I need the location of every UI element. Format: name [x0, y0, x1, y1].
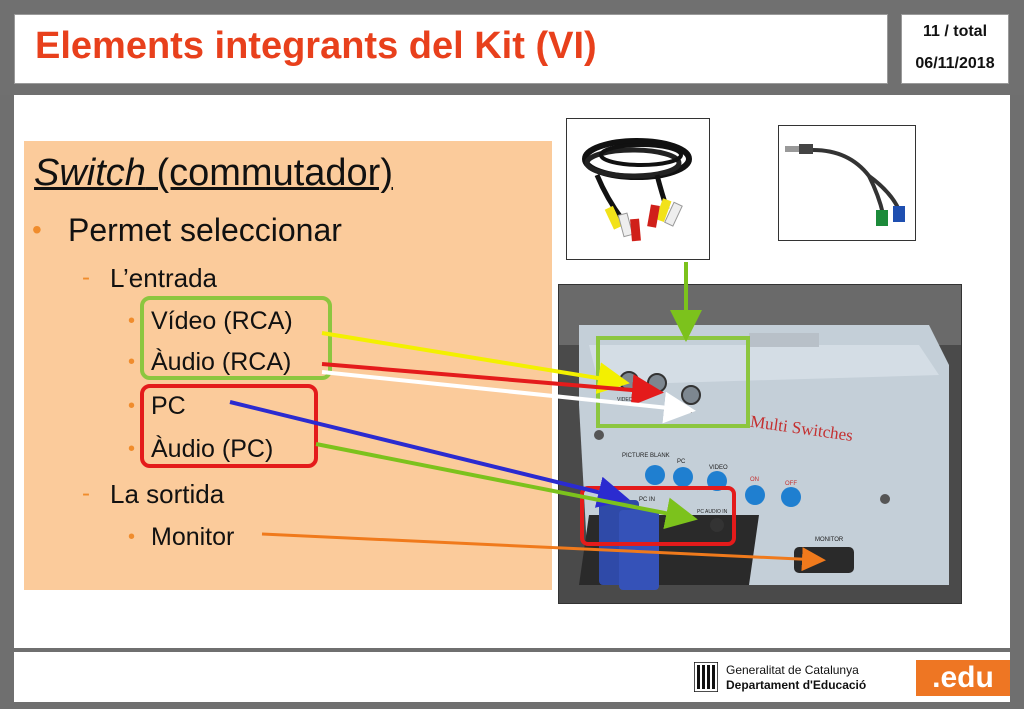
item-audio-pc: Àudio (PC) — [151, 435, 274, 463]
device-button-label: OFF — [785, 481, 797, 487]
bullet-dot: • — [128, 395, 136, 417]
device-button-label: ON — [750, 477, 759, 483]
page-number: 11 / total — [922, 23, 988, 40]
slide-title: Elements integrants del Kit (VI) — [35, 25, 597, 67]
port-pc-in-label: PC IN — [639, 497, 655, 503]
device-button-label: PC — [677, 459, 686, 465]
switch-device-photo: Multi Switches PICTURE BLANK PC VIDEO ON… — [558, 284, 962, 604]
bullet-main: Permet seleccionar — [68, 212, 342, 248]
item-audio-rca: Àudio (RCA) — [151, 348, 292, 376]
port-in-l-label: IN L — [683, 409, 692, 415]
rca-cable-image — [566, 118, 710, 260]
section-heading: Switch (commutador) — [34, 152, 393, 195]
item-pc: PC — [151, 392, 186, 420]
port-monitor-label: MONITOR — [815, 537, 844, 543]
gencat-logo-icon — [694, 662, 718, 692]
heading-rest: (commutador) — [145, 152, 393, 194]
rca-cable-icon — [582, 138, 692, 242]
footer-bar — [14, 652, 1010, 702]
title-box: Elements integrants del Kit (VI) — [14, 14, 888, 84]
dash-marker: - — [82, 264, 90, 291]
item-monitor: Monitor — [151, 523, 235, 551]
device-button-label: VIDEO — [709, 465, 728, 471]
bullet-dot: • — [128, 526, 136, 548]
sub-output: La sortida — [110, 479, 225, 509]
bullet-dot: • — [128, 310, 136, 332]
bullet-dot: • — [32, 214, 42, 245]
dash-marker: - — [82, 480, 90, 507]
device-button-label: PICTURE BLANK — [622, 453, 670, 459]
multi-switch-device: Multi Switches PICTURE BLANK PC VIDEO ON… — [559, 285, 961, 603]
heading-italic: Switch — [34, 152, 146, 194]
y-adapter-icon — [785, 144, 905, 226]
gencat-name: Generalitat de Catalunya — [726, 663, 859, 677]
slide-date: 06/11/2018 — [915, 55, 995, 72]
item-video: Vídeo (RCA) — [151, 307, 293, 335]
port-video-in-label: VIDEO IN — [617, 397, 639, 403]
bullet-dot: • — [128, 351, 136, 373]
y-adapter-cable-image — [778, 125, 916, 241]
department-name: Departament d'Educació — [726, 678, 867, 692]
edu-logo: .edu — [916, 660, 1010, 696]
sub-input: L’entrada — [110, 263, 217, 293]
port-pc-audio-label: PC AUDIO IN — [697, 509, 728, 515]
page-info-box: 11 / total 06/11/2018 — [901, 14, 1009, 84]
bullet-dot: • — [128, 438, 136, 460]
